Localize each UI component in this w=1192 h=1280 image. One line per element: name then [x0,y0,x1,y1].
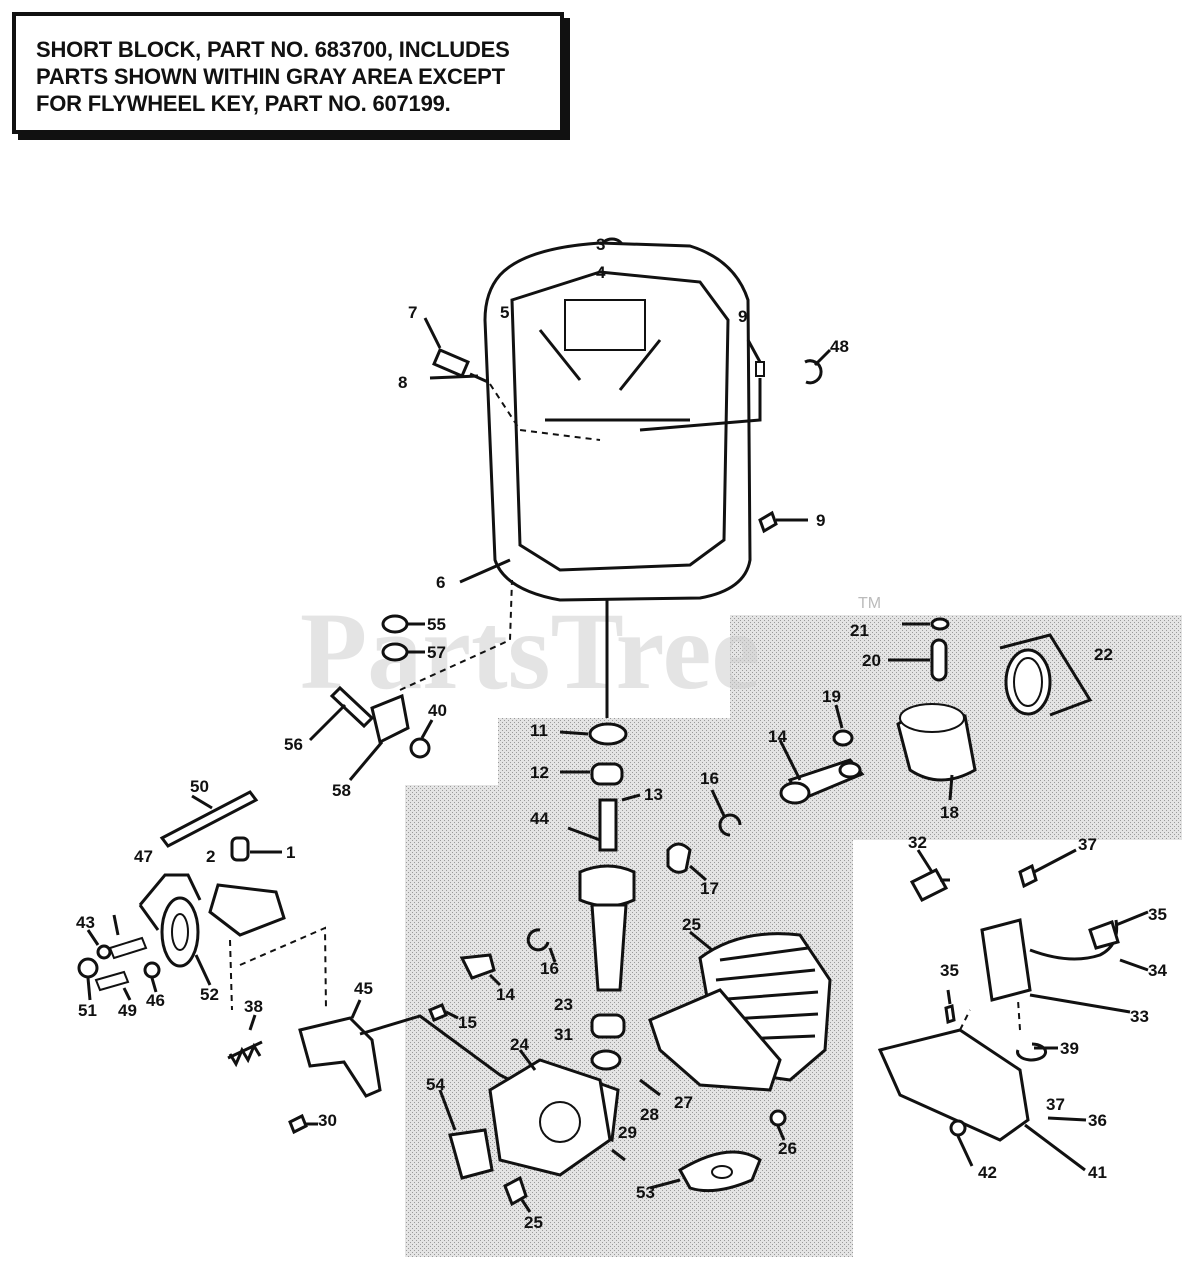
callout-9-right: 9 [816,511,825,530]
piston-assembly [778,617,1093,805]
callout-45: 45 [354,979,373,998]
callout-46: 46 [146,991,165,1010]
screw-9-right [758,510,808,534]
callout-31: 31 [554,1025,573,1044]
callout-21: 21 [850,621,869,640]
washers-55-57 [381,579,513,691]
callout-6: 6 [436,573,445,592]
callout-25: 25 [682,915,701,934]
callout-55: 55 [427,615,446,634]
callout-51: 51 [78,1001,97,1020]
callout-44: 44 [530,809,549,828]
callout-13: 13 [644,785,663,804]
short-block-notice: SHORT BLOCK, PART NO. 683700, INCLUDES P… [12,12,564,134]
callout-43: 43 [76,913,95,932]
callout-54: 54 [426,1075,445,1094]
callout-11: 11 [530,721,548,740]
callout-29: 29 [618,1123,637,1142]
callout-53: 53 [636,1183,655,1202]
callout-35: 35 [1148,905,1167,924]
callout-37b: 37 [1046,1095,1065,1114]
callout-9-top: 9 [738,307,747,326]
callout-2: 2 [206,847,215,866]
callout-36: 36 [1088,1111,1107,1130]
callout-5: 5 [500,303,509,322]
svg-text:TM: TM [858,595,881,612]
callout-8: 8 [398,373,407,392]
callout-37: 37 [1078,835,1097,854]
callout-16: 16 [700,769,719,788]
callout-25b: 25 [524,1213,543,1232]
screw-9-top [639,339,765,432]
callout-35b: 35 [940,961,959,980]
small-parts-16-17 [666,789,742,882]
callout-52: 52 [200,985,219,1004]
ignition-assembly [877,848,1149,1172]
callout-15: 15 [458,1013,477,1032]
callout-14b: 14 [496,985,515,1004]
svg-text:PartsTree: PartsTree [300,590,760,712]
callout-24: 24 [510,1035,529,1054]
callout-20: 20 [862,651,881,670]
callout-4: 4 [596,263,606,282]
callout-47: 47 [134,847,153,866]
callout-28: 28 [640,1105,659,1124]
callout-42: 42 [978,1163,997,1182]
callout-48: 48 [830,337,849,356]
callout-16b: 16 [540,959,559,978]
callout-40: 40 [428,701,447,720]
governor-lever-45 [227,999,521,1135]
notice-line-1: SHORT BLOCK, PART NO. 683700, INCLUDES [36,37,510,62]
callout-30: 30 [318,1111,337,1130]
crankshaft-assembly [559,722,641,1039]
callout-56: 56 [284,735,303,754]
cylinder-block [648,930,832,1092]
callout-14: 14 [768,727,787,746]
retaining-ring-48 [804,348,832,385]
callout-33: 33 [1130,1007,1149,1026]
callout-7: 7 [408,303,417,322]
callout-labels: 3 4 5 7 8 9 48 9 6 55 57 56 58 40 50 47 … [76,235,1167,1232]
spark-plug [423,317,601,441]
callout-22: 22 [1094,645,1113,664]
callout-23: 23 [554,995,573,1014]
notice-line-3: FOR FLYWHEEL KEY, PART NO. 607199. [36,91,451,116]
partstree-watermark: PartsTree TM [300,590,881,712]
blower-housing [483,241,752,602]
governor-parts [308,685,434,781]
callout-26: 26 [778,1139,797,1158]
callout-38: 38 [244,997,263,1016]
callout-27: 27 [674,1093,693,1112]
callout-19: 19 [822,687,841,706]
governor-rod-50 [159,790,259,848]
callout-18: 18 [940,803,959,822]
callout-32: 32 [908,833,927,852]
callout-34: 34 [1148,961,1167,980]
callout-50: 50 [190,777,209,796]
callout-17: 17 [700,879,719,898]
callout-58: 58 [332,781,351,800]
callout-39: 39 [1060,1039,1079,1058]
carburetor-linkage [77,836,327,1011]
callout-49: 49 [118,1001,137,1020]
callout-41: 41 [1088,1163,1107,1182]
callout-3: 3 [596,235,605,254]
callout-1: 1 [286,843,295,862]
crankcase-cover [438,1049,787,1213]
leader-6 [459,558,511,584]
callout-57: 57 [427,643,446,662]
callout-12: 12 [530,763,549,782]
notice-line-2: PARTS SHOWN WITHIN GRAY AREA EXCEPT [36,64,505,89]
